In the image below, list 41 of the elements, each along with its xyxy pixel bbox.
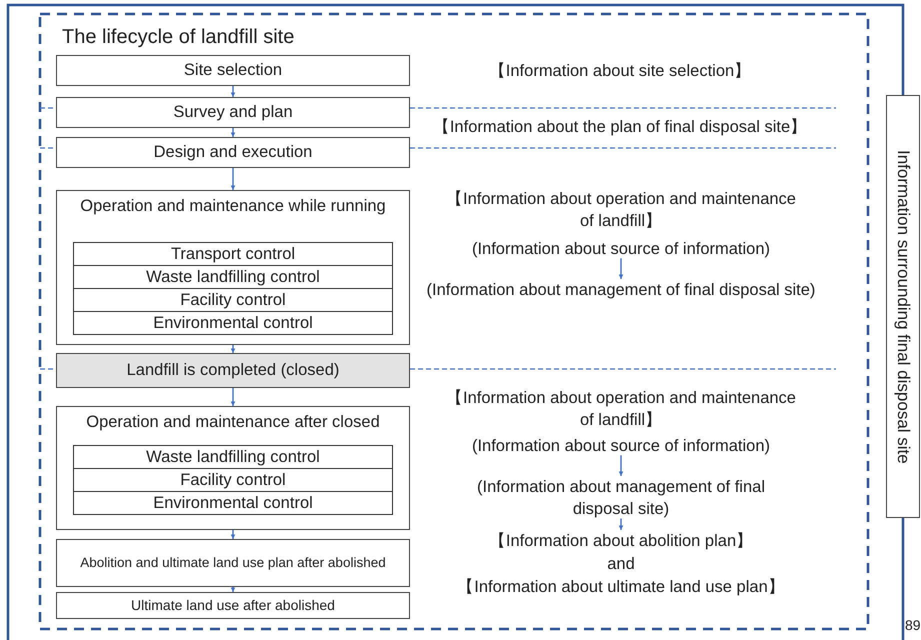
- info-text: 【Information about ultimate land use plan】: [456, 577, 786, 598]
- info-text: 【Information about operation and maintenance of landfill】: [446, 388, 796, 432]
- control-row: Facility control: [73, 288, 393, 312]
- control-row: Waste landfilling control: [73, 265, 393, 289]
- arrow: [618, 518, 624, 530]
- arrow: [230, 128, 236, 137]
- arrow: [230, 168, 236, 190]
- arrow: [230, 587, 236, 592]
- process-box: Site selection: [56, 55, 410, 86]
- process-box: Design and execution: [56, 137, 410, 168]
- info-text: (Information about source of information): [411, 238, 831, 260]
- diagram-title: The lifecycle of landfill site: [62, 26, 294, 49]
- process-box: Ultimate land use after abolished: [56, 592, 410, 619]
- control-row: Environmental control: [73, 491, 393, 515]
- control-row: Transport control: [73, 242, 393, 266]
- info-text: 【Information about site selection】: [488, 61, 752, 82]
- side-label-box: Information surrounding final disposal site: [886, 95, 920, 518]
- process-box: Survey and plan: [56, 97, 410, 128]
- process-box: Landfill is completed (closed): [56, 353, 410, 388]
- control-row: Waste landfilling control: [73, 445, 393, 469]
- arrow: [230, 530, 236, 539]
- control-row: Facility control: [73, 468, 393, 492]
- info-text: 【Information about the plan of final disposal site】: [432, 117, 808, 138]
- info-text: (Information about source of information): [411, 435, 831, 458]
- info-text: 【Information about abolition plan】: [488, 531, 754, 552]
- control-row: Environmental control: [73, 311, 393, 335]
- arrow: [618, 455, 624, 476]
- info-text: (Information about management of final disposal site): [411, 279, 831, 302]
- box-heading: Operation and maintenance after closed: [85, 412, 381, 433]
- info-text: (Information about management of final disposal site): [446, 476, 796, 521]
- info-text: 【Information about operation and maintenance of landfill】: [446, 189, 796, 232]
- arrow: [618, 258, 624, 279]
- arrow: [230, 86, 236, 97]
- arrow: [230, 345, 236, 353]
- process-box: Abolition and ultimate land use plan after abolished: [56, 539, 410, 587]
- process-box: [56, 406, 410, 530]
- connector-word: and: [606, 554, 636, 576]
- box-heading: Operation and maintenance while running: [79, 196, 387, 217]
- process-box: [56, 190, 410, 345]
- page-number: 89: [905, 616, 921, 635]
- arrow: [230, 388, 236, 406]
